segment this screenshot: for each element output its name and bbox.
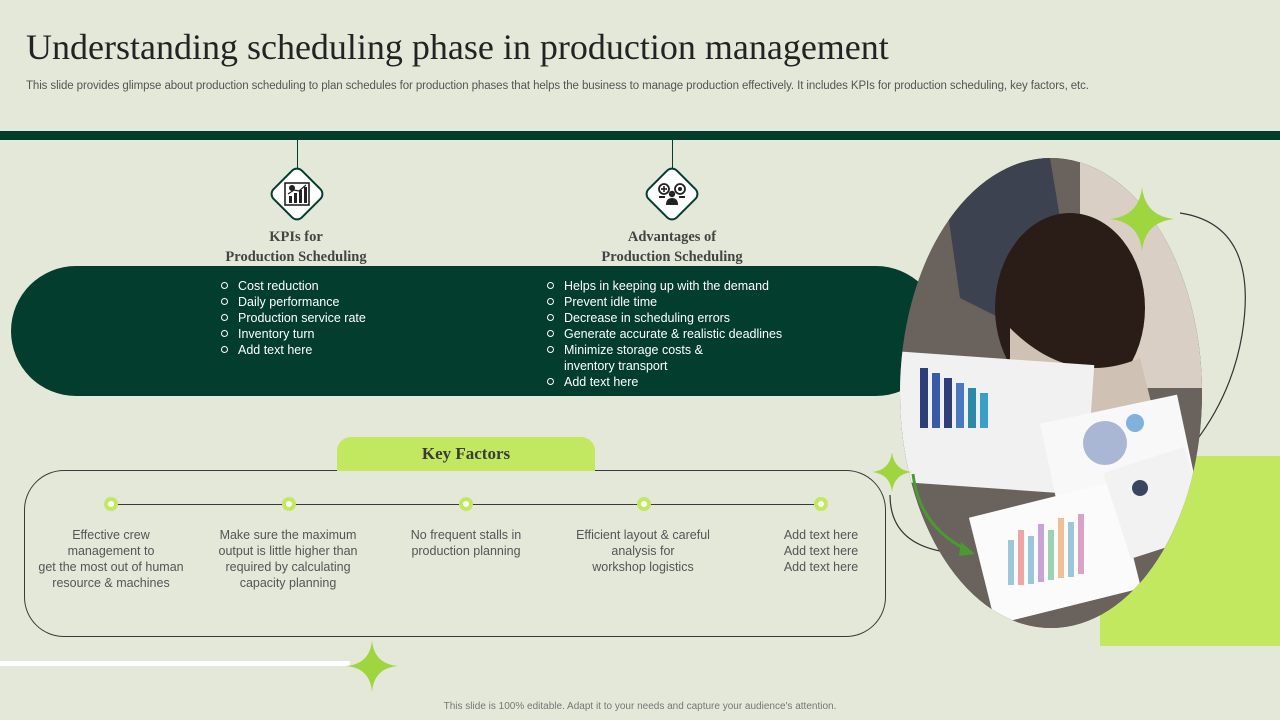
kpi-list-item: Add text here: [219, 342, 366, 358]
advantages-list: Helps in keeping up with the demand Prev…: [545, 278, 782, 390]
advantages-heading-line2: Production Scheduling: [601, 249, 743, 265]
advantages-list-item: Decrease in scheduling errors: [545, 310, 782, 326]
kpi-connector-line: [297, 140, 298, 168]
page-subtitle: This slide provides glimpse about produc…: [26, 80, 1089, 92]
advantages-continued-text: inventory transport: [564, 359, 668, 373]
advantages-connector-line: [672, 140, 673, 168]
key-factor-2: Make sure the maximum output is little h…: [203, 527, 373, 591]
advantages-list-item: Minimize storage costs &: [545, 342, 782, 358]
key-factor-line: output is little higher than: [218, 544, 358, 558]
kpi-list-item: Cost reduction: [219, 278, 366, 294]
page-title: Understanding scheduling phase in produc…: [26, 27, 889, 67]
key-factor-line: Add text here: [783, 544, 859, 558]
info-band: [11, 266, 941, 396]
kpi-list-item: Inventory turn: [219, 326, 366, 342]
key-factor-3: No frequent stalls in production plannin…: [381, 527, 551, 559]
bottom-accent-bar: [0, 661, 350, 666]
key-factor-line: Add text here: [783, 560, 859, 574]
top-divider-bar: [0, 131, 1280, 140]
key-factor-line: get the most out of human: [38, 560, 184, 574]
key-factor-line: capacity planning: [239, 576, 337, 590]
timeline-dot: [104, 497, 118, 511]
timeline-dot: [637, 497, 651, 511]
key-factor-line: Efficient layout & careful: [576, 528, 710, 542]
key-factor-line: Effective crew: [72, 528, 150, 542]
footer-note: This slide is 100% editable. Adapt it to…: [443, 701, 837, 712]
advantages-list-item: Generate accurate & realistic deadlines: [545, 326, 782, 342]
sparkle-icon: [1110, 187, 1174, 251]
key-factor-line: Make sure the maximum: [219, 528, 357, 542]
key-factor-line: required by calculating: [225, 560, 351, 574]
key-factor-line: Add text here: [783, 528, 859, 542]
key-factor-line: production planning: [411, 544, 521, 558]
key-factor-line: No frequent stalls in: [410, 528, 522, 542]
bar-chart-icon: [276, 173, 318, 215]
workspace-photo: [900, 158, 1202, 628]
sparkle-icon: [872, 452, 912, 492]
advantages-heading: Advantages of Production Scheduling: [572, 227, 772, 267]
advantages-list-item: Helps in keeping up with the demand: [545, 278, 782, 294]
key-factor-1: Effective crew management to get the mos…: [26, 527, 196, 591]
kpi-list-item: Production service rate: [219, 310, 366, 326]
arrow-curve: [911, 473, 975, 556]
timeline-dot: [282, 497, 296, 511]
key-factor-line: resource & machines: [52, 576, 170, 590]
advantages-list-item: Add text here: [545, 374, 782, 390]
key-factor-4: Efficient layout & careful analysis for …: [558, 527, 728, 575]
sparkle-icon: [346, 640, 398, 692]
kpi-list: Cost reduction Daily performance Product…: [219, 278, 366, 358]
key-factors-heading: Key Factors: [337, 437, 595, 471]
kpi-heading-line2: Production Scheduling: [225, 249, 367, 265]
key-factor-line: analysis for: [611, 544, 675, 558]
kpi-heading-line1: KPIs for: [269, 229, 323, 245]
timeline-dot: [814, 497, 828, 511]
advantages-heading-line1: Advantages of: [627, 229, 717, 245]
team-settings-icon: [651, 173, 693, 215]
kpi-list-item: Daily performance: [219, 294, 366, 310]
kpi-heading: KPIs for Production Scheduling: [196, 227, 396, 267]
advantages-list-item-continued: inventory transport: [545, 358, 782, 374]
timeline-dot: [459, 497, 473, 511]
advantages-list-item: Prevent idle time: [545, 294, 782, 310]
key-factor-5: Add text here Add text here Add text her…: [736, 527, 906, 575]
key-factor-line: management to: [67, 544, 155, 558]
key-factor-line: workshop logistics: [592, 560, 694, 574]
